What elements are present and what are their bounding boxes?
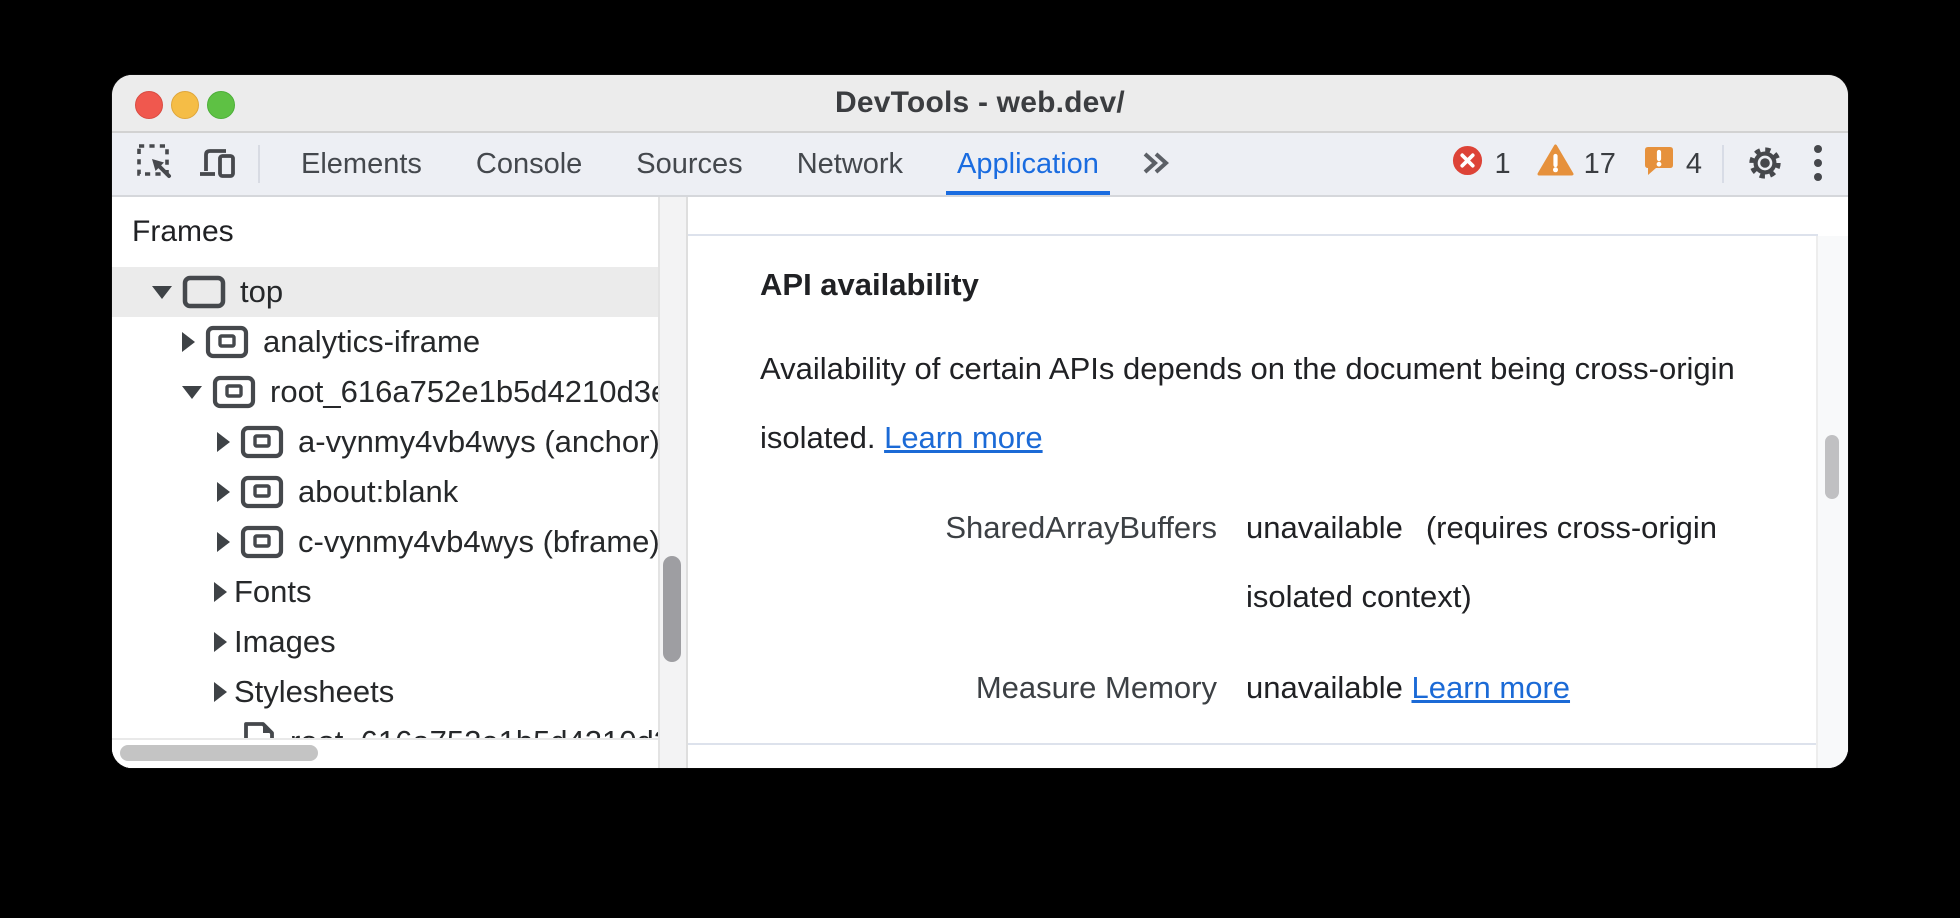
warning-count: 17	[1583, 147, 1616, 180]
tree-item-label: root_616a752e1b5d4210d3ec	[270, 374, 658, 409]
tree-item-stylesheets[interactable]: Stylesheets	[112, 667, 658, 717]
close-window-button[interactable]	[135, 91, 163, 119]
toolbar-separator	[258, 145, 260, 183]
errors-badge[interactable]: 1	[1451, 144, 1511, 185]
horizontal-scrollbar-thumb[interactable]	[120, 745, 318, 761]
tree-item-label: about:blank	[298, 474, 459, 509]
window-title: DevTools - web.dev/	[835, 86, 1125, 119]
expander-expanded-icon[interactable]	[182, 385, 202, 399]
error-icon	[1451, 144, 1484, 185]
section-title: API availability	[760, 267, 979, 302]
status-value: unavailable	[1246, 670, 1403, 705]
learn-more-link[interactable]: Learn more	[884, 420, 1043, 455]
expander-collapsed-icon[interactable]	[214, 632, 227, 652]
settings-button[interactable]	[1742, 140, 1788, 189]
api-availability-report: API availability Availability of certain…	[688, 197, 1848, 768]
iframe-icon	[205, 324, 249, 360]
warning-icon	[1537, 143, 1574, 185]
device-toolbar-icon	[196, 141, 240, 188]
expander-collapsed-icon[interactable]	[182, 332, 195, 352]
sidebar-vertical-scrollbar[interactable]	[658, 197, 688, 768]
status-badges: 1 17	[1451, 143, 1702, 185]
tree-item-images[interactable]: Images	[112, 617, 658, 667]
main-scrollbar-thumb[interactable]	[1825, 435, 1839, 499]
gear-icon	[1742, 140, 1788, 189]
tree-item-bframe[interactable]: c-vynmy4vb4wys (bframe)	[112, 517, 658, 567]
three-dot-vertical-icon	[1812, 141, 1824, 188]
sidebar-scrollbar-thumb[interactable]	[663, 556, 681, 662]
devtools-window: DevTools - web.dev/	[112, 75, 1848, 768]
tree-item-label: Fonts	[234, 574, 312, 609]
panel-tabs: Elements Console Sources Network Applica…	[274, 133, 1126, 195]
iframe-icon	[240, 524, 284, 560]
status-value: unavailable	[1246, 510, 1403, 545]
status-detail-line-2: isolated context)	[1246, 579, 1472, 614]
iframe-icon	[240, 474, 284, 510]
warnings-badge[interactable]: 17	[1537, 143, 1616, 185]
tree-item-top[interactable]: top	[112, 267, 658, 317]
tab-network[interactable]: Network	[770, 133, 930, 195]
application-frame-details-panel: API availability Availability of certain…	[688, 197, 1848, 768]
frames-section-header: Frames	[132, 215, 234, 248]
devtools-toolbar: Elements Console Sources Network Applica…	[112, 133, 1848, 197]
tree-item-anchor-frame[interactable]: a-vynmy4vb4wys (anchor)	[112, 417, 658, 467]
expander-collapsed-icon[interactable]	[217, 532, 230, 552]
api-name: Measure Memory	[975, 670, 1217, 705]
expander-collapsed-icon[interactable]	[217, 482, 230, 502]
tab-elements[interactable]: Elements	[274, 133, 449, 195]
chevron-double-right-icon	[1136, 144, 1174, 185]
tree-item-label: c-vynmy4vb4wys (bframe)	[298, 524, 658, 559]
minimize-window-button[interactable]	[171, 91, 199, 119]
tab-application[interactable]: Application	[930, 133, 1126, 195]
section-divider-top	[688, 234, 1818, 236]
tab-sources[interactable]: Sources	[609, 133, 769, 195]
tree-item-label: Stylesheets	[234, 674, 395, 709]
inspect-element-button[interactable]	[134, 141, 178, 188]
tree-item-label: top	[240, 274, 284, 309]
expander-collapsed-icon[interactable]	[217, 432, 230, 452]
description-line-2: isolated.	[760, 420, 885, 455]
iframe-icon	[212, 374, 256, 410]
issue-bubble-icon	[1642, 144, 1676, 185]
inspect-cursor-icon	[134, 141, 178, 188]
toggle-device-toolbar-button[interactable]	[196, 141, 240, 188]
issues-badge[interactable]: 4	[1642, 144, 1702, 185]
sidebar-horizontal-scrollbar[interactable]	[112, 738, 658, 768]
error-count: 1	[1494, 147, 1511, 180]
api-name: SharedArrayBuffers	[945, 510, 1217, 545]
tree-item-about-blank[interactable]: about:blank	[112, 467, 658, 517]
availability-description: Availability of certain APIs depends on …	[760, 334, 1735, 472]
issue-count: 4	[1685, 147, 1702, 180]
zoom-window-button[interactable]	[207, 91, 235, 119]
expander-collapsed-icon[interactable]	[214, 682, 227, 702]
window-icon	[182, 274, 226, 310]
more-tabs-button[interactable]	[1126, 144, 1184, 185]
tree-item-root-frame[interactable]: root_616a752e1b5d4210d3ec	[112, 367, 658, 417]
tree-item-label: Images	[234, 624, 336, 659]
expander-expanded-icon[interactable]	[152, 285, 172, 299]
toolbar-separator-2	[1722, 145, 1724, 183]
tree-item-label: a-vynmy4vb4wys (anchor)	[298, 424, 658, 459]
tab-console[interactable]: Console	[449, 133, 609, 195]
tree-item-fonts[interactable]: Fonts	[112, 567, 658, 617]
tree-item-label: analytics-iframe	[263, 324, 481, 359]
main-vertical-scrollbar[interactable]	[1816, 236, 1848, 768]
description-line-1: Availability of certain APIs depends on …	[760, 351, 1735, 386]
application-sidebar: Frames top analytics-ifr	[112, 197, 658, 768]
expander-collapsed-icon[interactable]	[214, 582, 227, 602]
titlebar: DevTools - web.dev/	[112, 75, 1848, 133]
api-status: unavailable (requires cross-origin isolat…	[1246, 493, 1778, 631]
iframe-icon	[240, 424, 284, 460]
api-status: unavailable Learn more	[1246, 653, 1778, 722]
section-divider-bottom	[688, 743, 1818, 745]
customize-menu-button[interactable]	[1812, 141, 1824, 188]
status-detail-line-1: (requires cross-origin	[1425, 510, 1717, 545]
frames-tree: top analytics-iframe r	[112, 267, 658, 767]
devtools-body: Frames top analytics-ifr	[112, 197, 1848, 768]
tree-item-analytics-iframe[interactable]: analytics-iframe	[112, 317, 658, 367]
measure-memory-learn-more-link[interactable]: Learn more	[1411, 670, 1571, 705]
